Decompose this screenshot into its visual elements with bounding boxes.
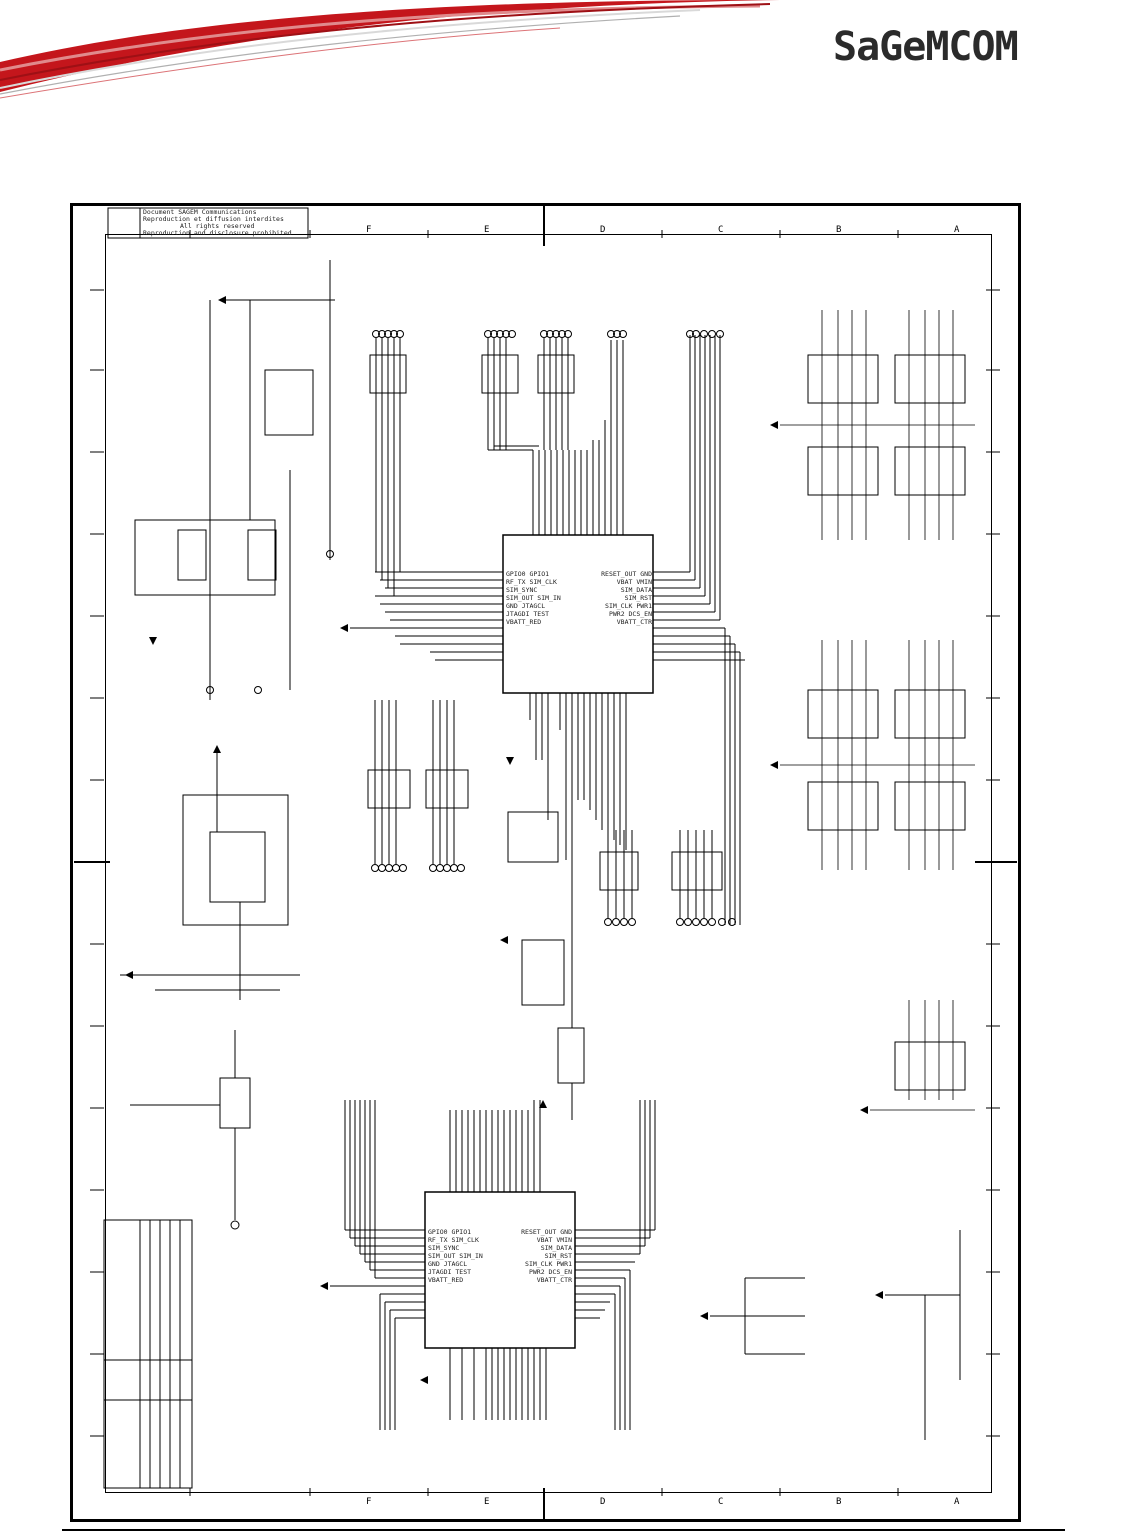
zone-letter: C — [718, 1497, 723, 1507]
zone-letter: B — [836, 225, 841, 235]
zone-letter: A — [954, 1497, 960, 1507]
ic-main-left-pins: GPIO0 GPIO1 RF_TX SIM_CLK SIM_SYNC SIM_O… — [506, 570, 561, 626]
zone-letter: D — [600, 225, 605, 235]
schematic-inner-frame — [105, 234, 992, 1493]
sagemcom-logo-mark: SaGeMCOM — [833, 24, 1019, 70]
footer-rule — [62, 1529, 1065, 1531]
zone-letter: A — [954, 225, 960, 235]
copyright-line-1: Document SAGEM Communications — [143, 208, 257, 216]
zone-letter: F — [366, 225, 371, 235]
zone-letter: F — [366, 1497, 371, 1507]
copyright-line-4: Reproduction and disclosure prohibited — [143, 229, 292, 237]
zone-letter: B — [836, 1497, 841, 1507]
sagemcom-logo: sagemcom SaGeMCOM — [833, 24, 1103, 77]
ic-lower-right-pins: RESET_OUT GND VBAT VMIN SIM_DATA SIM_RST… — [521, 1228, 572, 1284]
zone-letter: C — [718, 225, 723, 235]
schematic-sheet — [70, 203, 1021, 1522]
ic-main-right-pins: RESET_OUT GND VBAT VMIN SIM_DATA SIM_RST… — [601, 570, 652, 626]
zone-letter: E — [484, 1497, 489, 1507]
ic-lower-left-pins: GPIO0 GPIO1 RF_TX SIM_CLK SIM_SYNC SIM_O… — [428, 1228, 483, 1284]
brand-swoosh — [0, 0, 780, 99]
svg-text:SaGeMCOM: SaGeMCOM — [833, 26, 1018, 70]
zone-letter: D — [600, 1497, 605, 1507]
copyright-line-2: Reproduction et diffusion interdites — [143, 215, 284, 223]
zone-letter: E — [484, 225, 489, 235]
copyright-line-3: All rights reserved — [180, 222, 255, 230]
